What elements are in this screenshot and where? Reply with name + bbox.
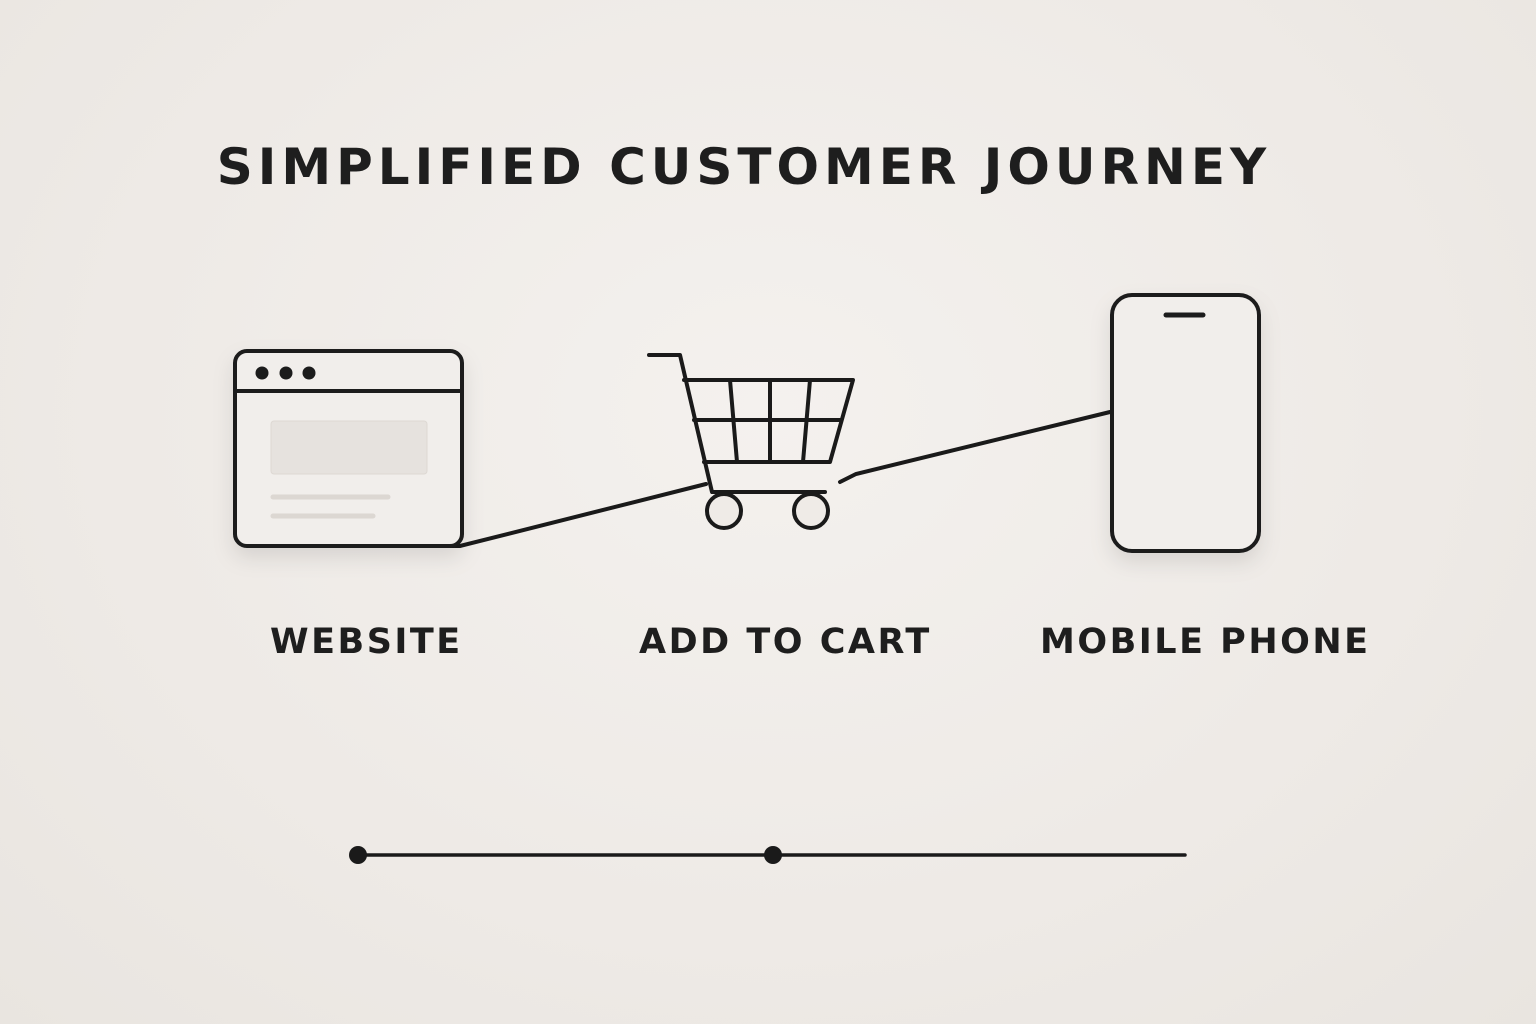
timeline-marker-middle bbox=[764, 846, 782, 864]
browser-window-icon bbox=[233, 349, 464, 548]
timeline-marker-start bbox=[349, 846, 367, 864]
shopping-cart-icon bbox=[647, 353, 855, 530]
connector-website-to-cart bbox=[428, 482, 708, 548]
step-label-mobile-phone: MOBILE PHONE bbox=[1040, 622, 1371, 662]
timeline bbox=[349, 846, 1187, 864]
step-label-website: WEBSITE bbox=[270, 622, 463, 662]
step-label-add-to-cart: ADD TO CART bbox=[639, 622, 932, 662]
connector-cart-to-phone bbox=[838, 410, 1112, 484]
diagram-title: SIMPLIFIED CUSTOMER JOURNEY bbox=[216, 138, 1272, 196]
mobile-phone-icon bbox=[1110, 293, 1261, 553]
